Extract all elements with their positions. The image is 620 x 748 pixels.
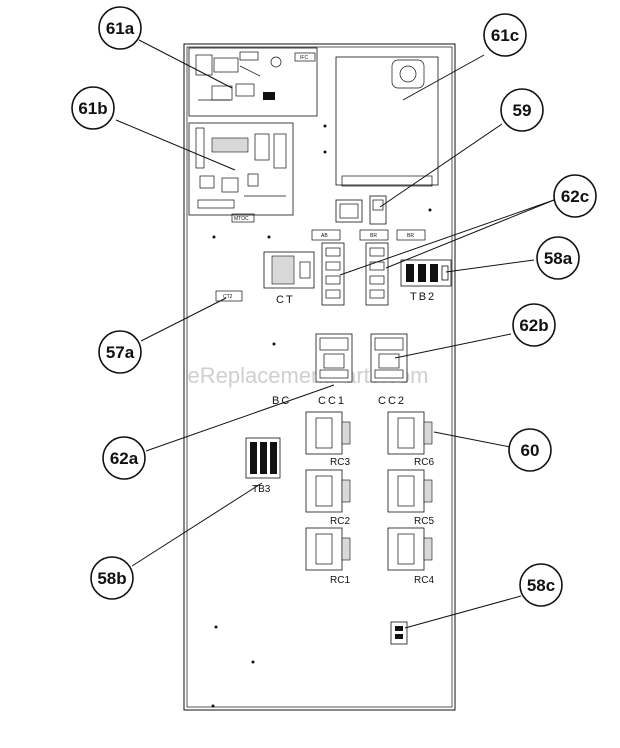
relay-rc3: RC3	[305, 411, 350, 468]
terminal-block-tb3: TB3	[245, 437, 281, 495]
svg-text:62c: 62c	[561, 187, 589, 206]
rc6-label: RC6	[414, 457, 434, 468]
svg-text:59: 59	[513, 101, 532, 120]
board-61a: IFC	[188, 47, 318, 117]
tb2-label: TB2	[410, 291, 436, 303]
panel-outline	[183, 43, 456, 711]
component-59	[335, 195, 387, 225]
callout-58c: 58c	[519, 563, 563, 607]
br-label-1: BR	[370, 233, 377, 239]
callout-60: 60	[508, 428, 552, 472]
contactor-cc1: CC1	[315, 333, 353, 407]
callout-58b: 58b	[90, 556, 134, 600]
board-61c	[335, 56, 439, 187]
callout-61a: 61a	[98, 6, 142, 50]
ct-label: CT	[276, 294, 295, 306]
svg-text:58c: 58c	[527, 576, 555, 595]
rc3-label: RC3	[330, 457, 350, 468]
current-transformer-ct: CT	[263, 251, 315, 306]
rc2-label: RC2	[330, 516, 350, 527]
svg-text:61b: 61b	[78, 99, 107, 118]
callout-62b: 62b	[512, 303, 556, 347]
wire-labels: AB BR BR	[311, 229, 426, 241]
leader-lines	[115, 39, 555, 629]
callout-59: 59	[500, 88, 544, 132]
relay-rc2: RC2	[305, 469, 350, 527]
callout-58a: 58a	[536, 236, 580, 280]
cc2-label: CC2	[378, 395, 406, 407]
ct2-label: CT2	[223, 294, 233, 300]
relay-rc1: RC1	[305, 527, 350, 586]
relay-rc4: RC4	[387, 527, 434, 586]
relay-rc5: RC5	[387, 469, 434, 527]
svg-text:61c: 61c	[491, 26, 519, 45]
svg-text:58b: 58b	[97, 569, 126, 588]
relay-62c-left	[321, 242, 345, 306]
contactor-cc2: CC2	[370, 333, 408, 407]
terminal-58c	[390, 621, 408, 645]
br-label-2: BR	[407, 233, 414, 239]
callout-61b: 61b	[71, 86, 115, 130]
bc-label: BC	[272, 395, 291, 407]
callout-61c: 61c	[483, 13, 527, 57]
relay-rc6: RC6	[387, 411, 434, 468]
svg-text:62a: 62a	[110, 449, 139, 468]
callout-62c: 62c	[553, 174, 597, 218]
mounting-holes	[211, 124, 432, 708]
ct2-tag: CT2	[215, 290, 243, 302]
svg-text:61a: 61a	[106, 19, 135, 38]
rc5-label: RC5	[414, 516, 434, 527]
tb3-label: TB3	[252, 484, 271, 495]
ab-label: AB	[321, 233, 328, 239]
ifc-label: IFC	[300, 55, 308, 61]
relay-62c-right	[365, 242, 389, 306]
svg-text:57a: 57a	[106, 343, 135, 362]
svg-text:60: 60	[521, 441, 540, 460]
cc1-label: CC1	[318, 395, 346, 407]
svg-text:58a: 58a	[544, 249, 573, 268]
rc4-label: RC4	[414, 575, 434, 586]
terminal-block-tb2: TB2	[400, 259, 452, 303]
mtoc-label: MTOC	[234, 216, 249, 222]
callout-57a: 57a	[98, 330, 142, 374]
svg-text:62b: 62b	[519, 316, 548, 335]
board-61b: MTOC	[188, 122, 294, 223]
rc1-label: RC1	[330, 575, 350, 586]
callout-62a: 62a	[102, 436, 146, 480]
